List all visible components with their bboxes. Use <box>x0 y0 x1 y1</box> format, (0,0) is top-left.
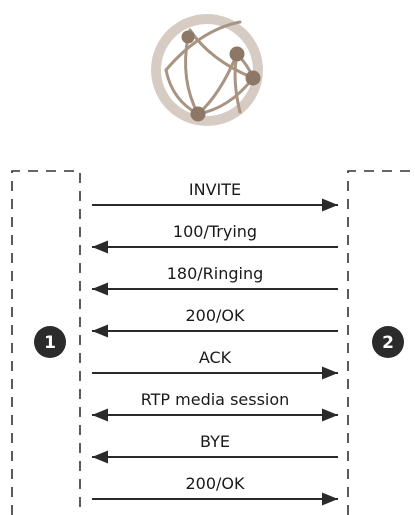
arrowhead <box>322 366 338 380</box>
message-label: 100/Trying <box>173 222 257 241</box>
message-arrow: INVITE <box>92 180 338 212</box>
message-label: RTP media session <box>141 390 290 409</box>
message-arrow: 200/OK <box>92 306 338 338</box>
arrowhead <box>92 282 108 296</box>
message-label: BYE <box>200 432 230 451</box>
message-label: INVITE <box>189 180 241 199</box>
arrowhead <box>322 408 338 422</box>
message-list: INVITE 100/Trying 180/Ringing 200/OK ACK RTP … <box>92 180 338 506</box>
message-arrow: 180/Ringing <box>92 264 338 296</box>
endpoint-1-label: 1 <box>44 333 56 353</box>
message-label: 200/OK <box>185 306 245 325</box>
arrowhead <box>92 408 108 422</box>
arrowhead <box>322 492 338 506</box>
endpoint-1-box <box>11 170 81 515</box>
message-arrow: ACK <box>92 348 338 380</box>
message-label: 180/Ringing <box>167 264 264 283</box>
message-arrow: BYE <box>92 432 338 464</box>
message-arrow: 200/OK <box>92 474 338 506</box>
arrowhead <box>92 240 108 254</box>
message-label: 200/OK <box>185 474 245 493</box>
endpoint-2-badge: 2 <box>372 326 404 358</box>
message-arrow: 100/Trying <box>92 222 338 254</box>
arrowhead <box>92 450 108 464</box>
endpoint-2-box <box>347 170 415 515</box>
message-arrow: RTP media session <box>92 390 338 422</box>
arrowhead <box>322 198 338 212</box>
message-label: ACK <box>199 348 232 367</box>
arrowhead <box>92 324 108 338</box>
endpoint-2-label: 2 <box>382 333 394 353</box>
globe-network-icon <box>151 14 263 126</box>
endpoint-1-badge: 1 <box>34 326 66 358</box>
